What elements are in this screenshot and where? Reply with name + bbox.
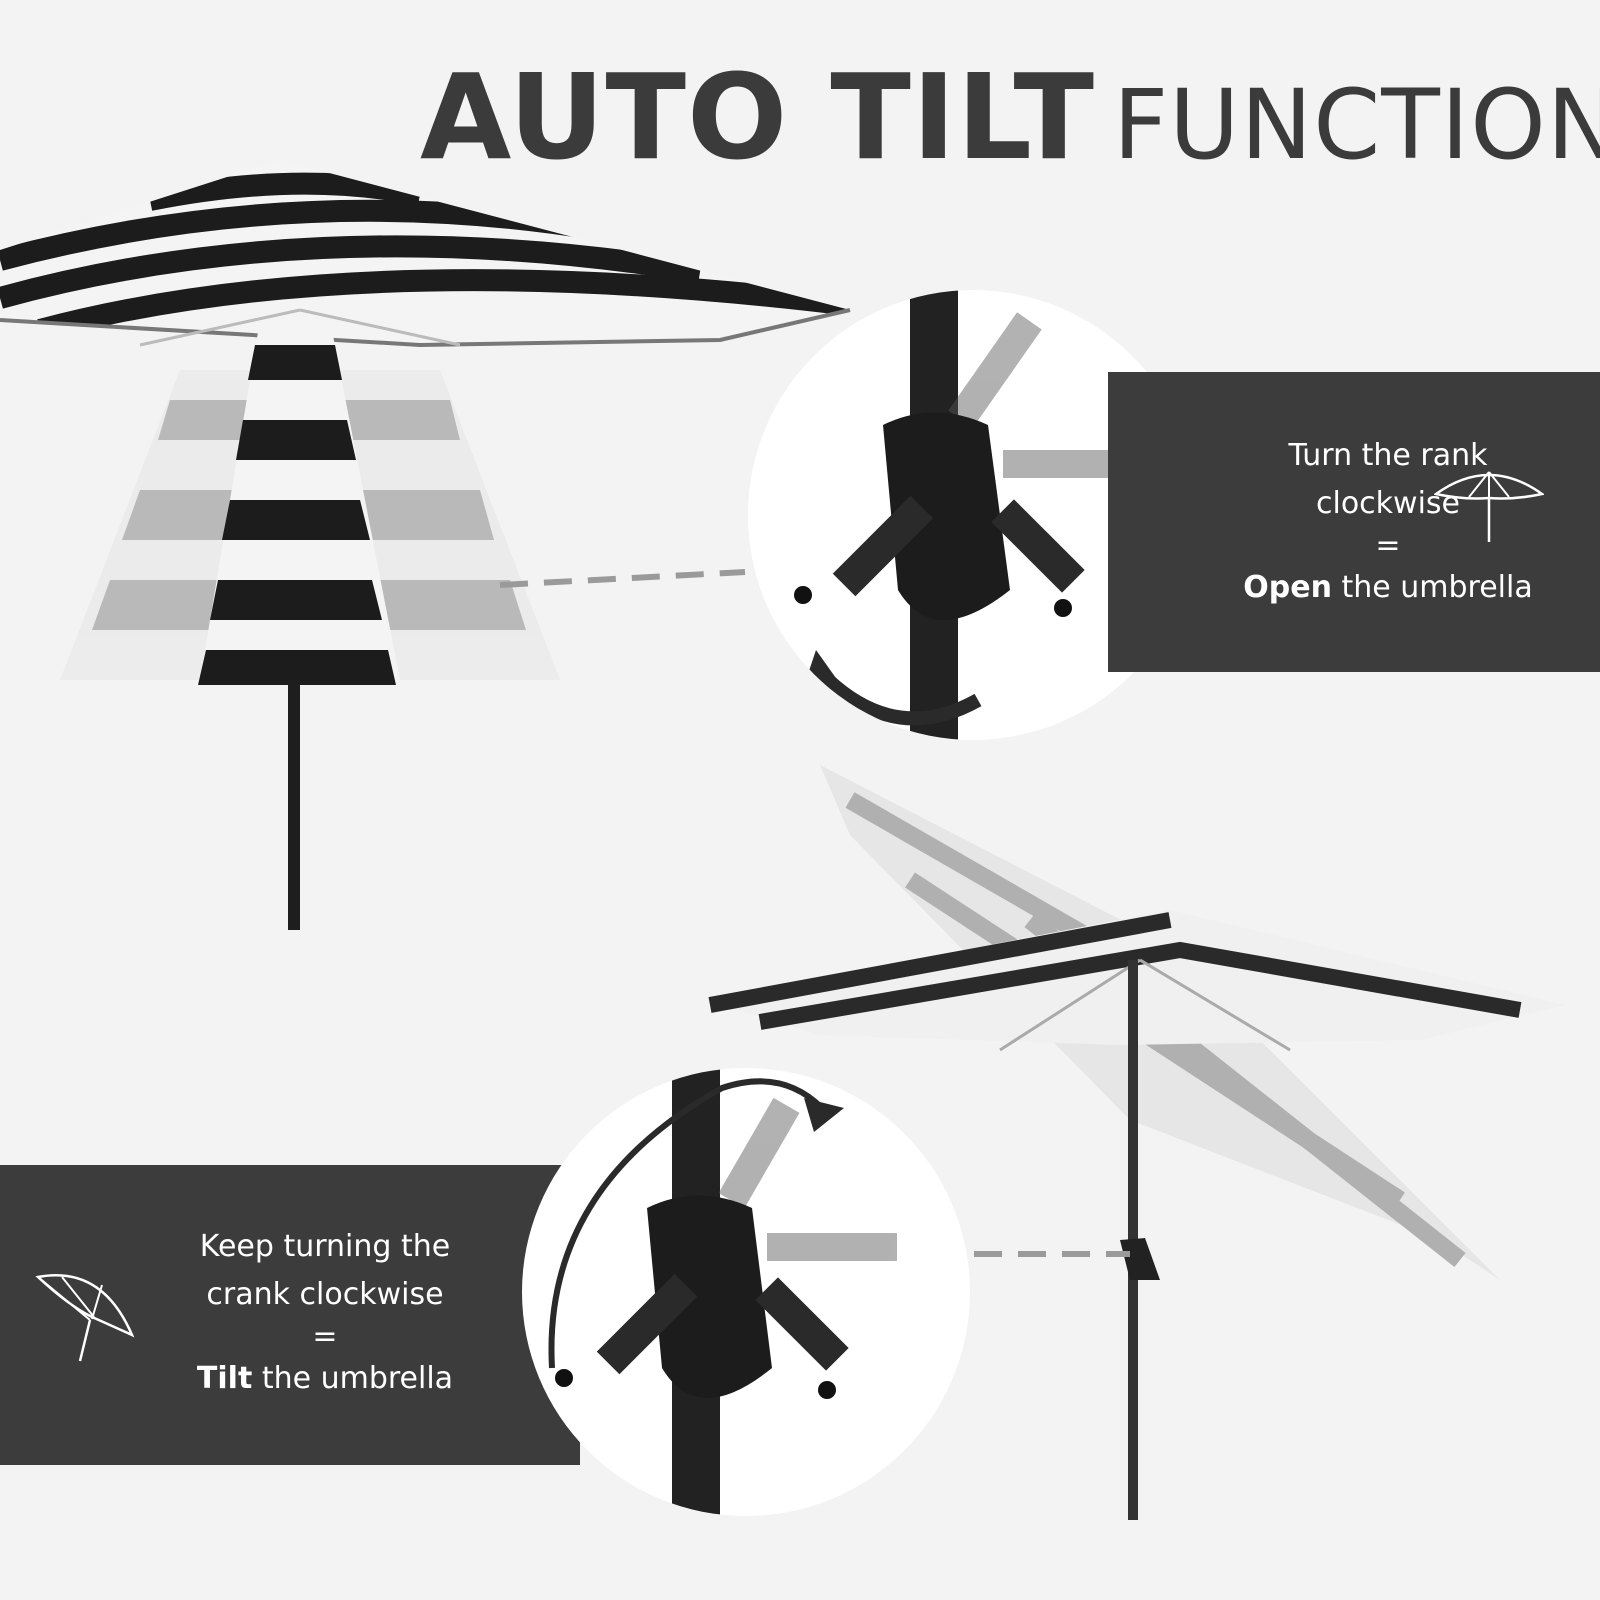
crank-mechanism-illustration xyxy=(794,290,1133,740)
open-instruction-text: Turn the rank clockwise = Open the umbre… xyxy=(1218,432,1558,612)
title-bold: AUTO TILT xyxy=(420,48,1095,186)
tilt-line-2: crank clockwise xyxy=(206,1277,444,1312)
tilt-line-1: Keep turning the xyxy=(199,1229,451,1264)
crank-tilt-mechanism-illustration xyxy=(548,1068,897,1516)
tilt-action-rest: the umbrella xyxy=(252,1361,454,1396)
open-umbrella-icon xyxy=(1434,471,1544,542)
open-instruction-panel: Turn the rank clockwise = Open the umbre… xyxy=(1108,372,1600,672)
tilted-umbrella-icon xyxy=(35,1274,135,1362)
tilt-instruction-panel: Keep turning the crank clockwise = Tilt … xyxy=(0,1165,580,1465)
tilted-striped-umbrella-image xyxy=(705,765,1565,1520)
open-equals: = xyxy=(1375,528,1401,563)
tilt-action-bold: Tilt xyxy=(196,1361,253,1396)
open-striped-umbrella-image xyxy=(0,160,851,930)
open-line-1: Turn the rank xyxy=(1288,438,1488,473)
open-action-bold: Open xyxy=(1243,570,1332,605)
tilt-equals: = xyxy=(312,1319,338,1354)
crank-closeup-tilt xyxy=(522,1068,970,1516)
open-line-2: clockwise xyxy=(1315,486,1460,521)
tilt-instruction-text: Keep turning the crank clockwise = Tilt … xyxy=(160,1223,490,1403)
title-light: FUNCTION xyxy=(1112,69,1600,181)
open-action-rest: the umbrella xyxy=(1331,570,1533,605)
